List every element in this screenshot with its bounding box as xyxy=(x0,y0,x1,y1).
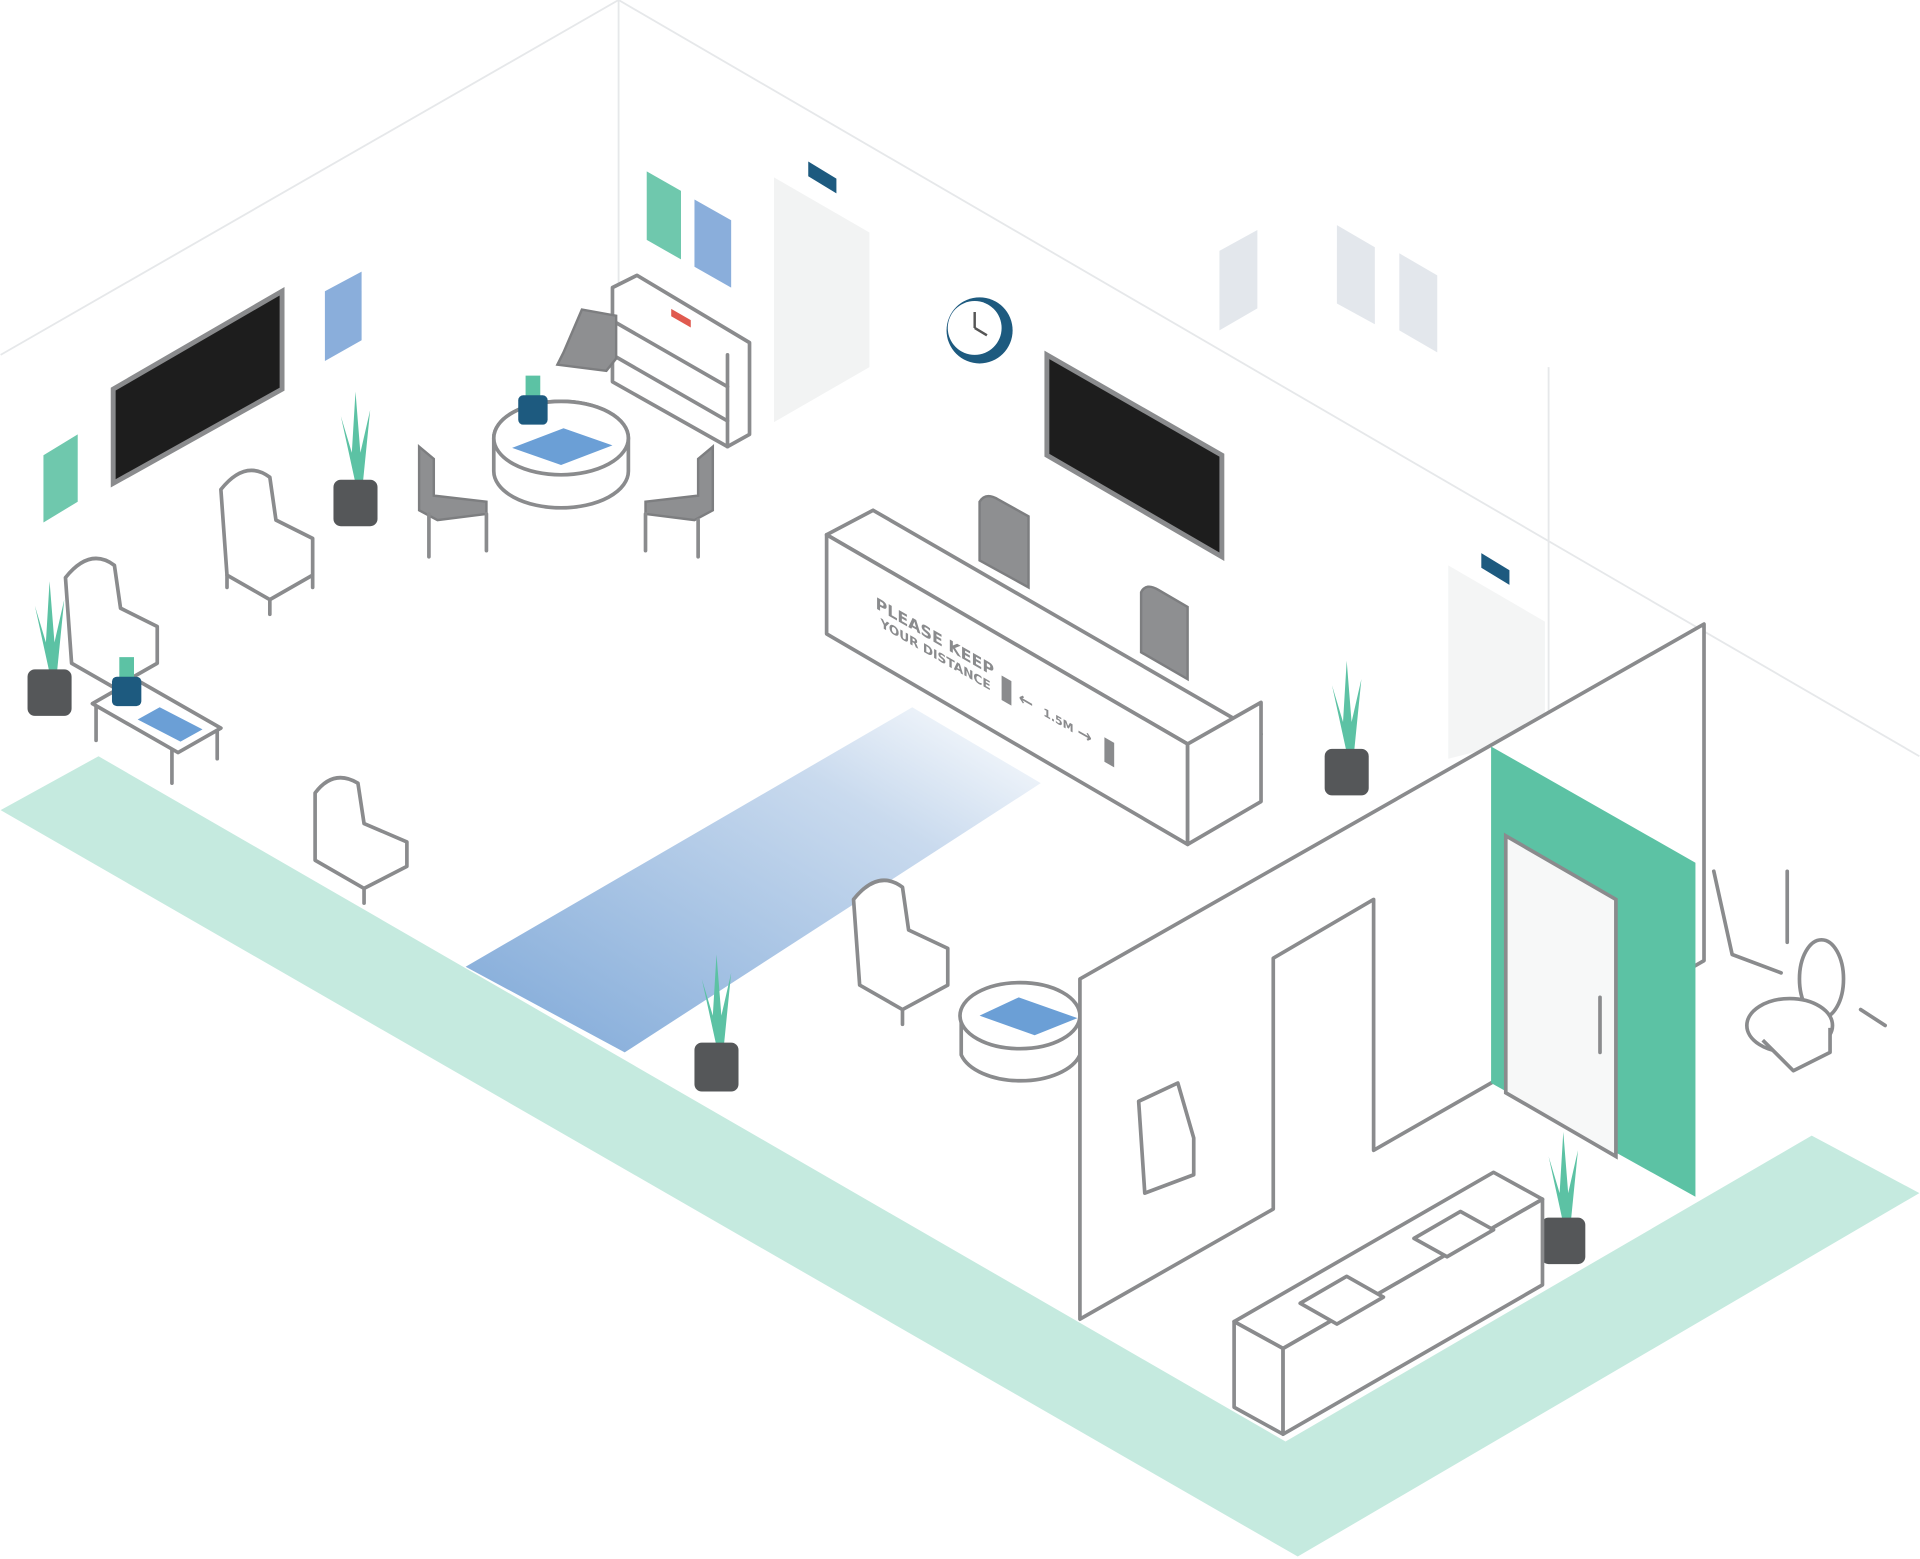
sink xyxy=(1412,1209,1496,1259)
side-chair xyxy=(417,444,489,559)
side-door xyxy=(1448,565,1545,759)
vanity-counter xyxy=(1232,1170,1545,1437)
window xyxy=(1219,230,1258,331)
clock-icon xyxy=(946,297,1013,364)
coffee-table-round xyxy=(958,980,1082,1083)
reception-desk: PLEASE KEEP YOUR DISTANCE ← 1.5M → xyxy=(824,494,1263,847)
armchair xyxy=(313,775,409,905)
restroom xyxy=(1078,622,1887,1437)
floor-carpet xyxy=(465,707,1041,1053)
person-icon xyxy=(1001,675,1012,706)
cactus-icon xyxy=(111,657,142,707)
plant-icon xyxy=(27,581,72,716)
back-door xyxy=(773,177,870,423)
plant-icon xyxy=(333,391,378,527)
side-chair xyxy=(555,308,618,373)
armchair xyxy=(219,468,315,617)
person-icon xyxy=(1104,737,1115,768)
window xyxy=(1399,253,1438,353)
wall-art xyxy=(43,171,732,523)
cactus-icon xyxy=(518,375,548,425)
armchairs xyxy=(63,308,950,1027)
plant-icon xyxy=(1541,1131,1586,1265)
arrow-left-icon: ← xyxy=(1019,688,1033,716)
tv-screen-right xyxy=(1044,350,1225,562)
armchair xyxy=(63,556,160,690)
arrow-right-icon: → xyxy=(1077,722,1091,750)
sink xyxy=(1298,1274,1386,1326)
desk-screen xyxy=(978,494,1030,590)
bookshelf xyxy=(610,273,752,449)
potted-plants xyxy=(27,375,1586,1265)
plant-icon xyxy=(1324,660,1369,796)
desk-screen xyxy=(1139,585,1189,682)
exit-sign xyxy=(808,161,837,194)
window xyxy=(1336,225,1375,325)
exit-sign xyxy=(1481,553,1510,585)
floor-border xyxy=(0,756,1920,1557)
armchair xyxy=(851,878,950,1027)
side-chair xyxy=(643,444,715,559)
paper-towel-dispenser xyxy=(1136,1081,1196,1195)
tv-screen-left xyxy=(110,286,285,488)
coffee-table-round xyxy=(491,399,631,510)
toilet xyxy=(1711,869,1887,1073)
plant-icon xyxy=(694,954,739,1092)
back-walls xyxy=(0,0,1920,759)
restroom-door[interactable] xyxy=(1503,832,1618,1160)
